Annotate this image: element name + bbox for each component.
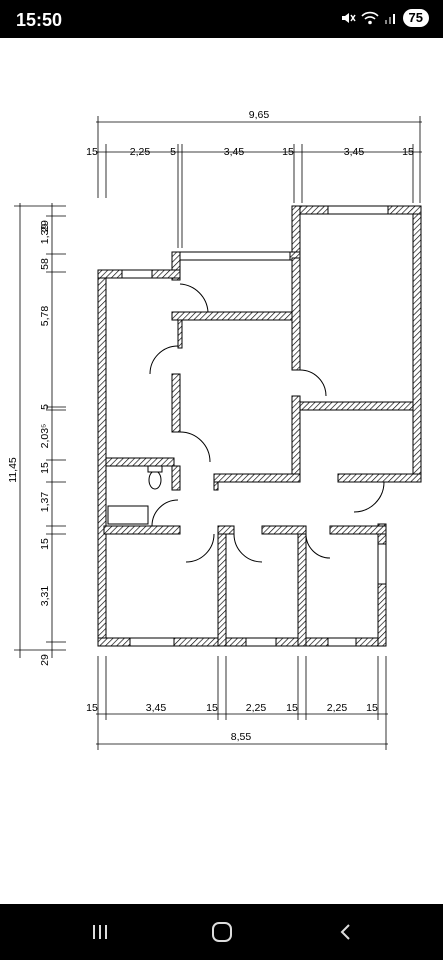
- clock: 15:50: [16, 10, 63, 30]
- signal-icon: [384, 14, 395, 24]
- bottom-dim-1: 15: [86, 702, 98, 714]
- left-total-dim: 11,45: [7, 457, 19, 483]
- floor-plan-canvas: 9,65 15 2,25 5 3,45 15 3,45 15 11,45 29 …: [0, 38, 443, 904]
- top-dim-1: 15: [86, 146, 98, 158]
- floor-plan: 9,65 15 2,25 5 3,45 15 3,45 15 11,45 29 …: [7, 109, 422, 750]
- mute-icon: [341, 13, 356, 23]
- top-total-dim: 9,65: [249, 109, 270, 121]
- battery-indicator: 75: [402, 9, 429, 27]
- wifi-icon: [360, 11, 379, 25]
- top-dim-3: 5: [170, 146, 176, 158]
- bottom-dim-2: 3,45: [146, 702, 167, 714]
- left-dim-2: 1,39: [39, 224, 51, 245]
- left-dim-9: 15: [39, 538, 51, 550]
- home-icon: [212, 922, 232, 942]
- status-icons: 75: [340, 9, 429, 27]
- left-dim-1: 29: [39, 220, 51, 232]
- recent-apps-icon: [93, 925, 107, 939]
- bottom-dim-6: 2,25: [327, 702, 348, 714]
- bottom-dim-4: 2,25: [246, 702, 267, 714]
- bottom-total-dim: 8,55: [231, 731, 252, 743]
- left-dim-7: 15: [39, 462, 51, 474]
- home-button[interactable]: [202, 916, 242, 948]
- top-dim-6: 3,45: [344, 146, 365, 158]
- top-dim-4: 3,45: [224, 146, 245, 158]
- bottom-dim-3: 15: [206, 702, 218, 714]
- top-dim-7: 15: [402, 146, 414, 158]
- left-dim-6: 2,03⁵: [39, 424, 51, 449]
- left-dim-4: 5,78: [39, 306, 51, 327]
- left-dim-8: 1,37: [39, 492, 51, 513]
- bottom-dim-5: 15: [286, 702, 298, 714]
- back-icon: [340, 924, 350, 940]
- back-button[interactable]: [326, 916, 366, 948]
- left-dim-10: 3,31: [39, 586, 51, 607]
- bottom-dim-7: 15: [366, 702, 378, 714]
- top-dim-5: 15: [282, 146, 294, 158]
- left-dim-3: 58: [39, 258, 51, 270]
- left-dim-5: 5: [39, 404, 51, 410]
- navigation-bar: [0, 904, 443, 960]
- status-bar: 15:50 75: [0, 0, 443, 38]
- recent-apps-button[interactable]: [80, 916, 120, 948]
- top-dim-2: 2,25: [130, 146, 151, 158]
- left-dim-11: 29: [39, 654, 51, 666]
